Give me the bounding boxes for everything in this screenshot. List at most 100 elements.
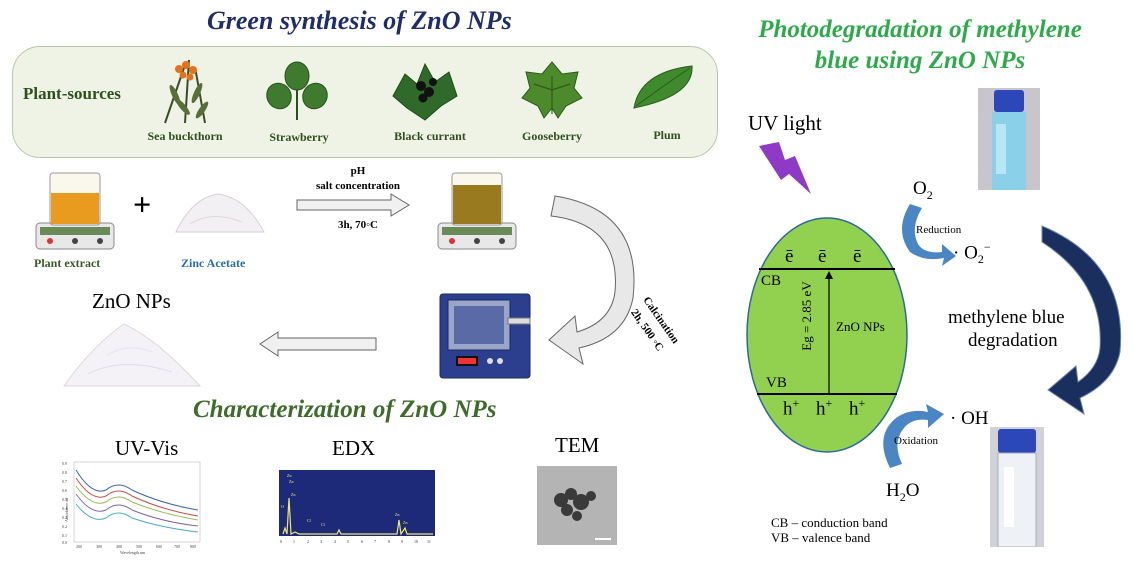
uvvis-ytick: 0.7 (62, 479, 67, 484)
plant-name-strawberry: Strawberry (269, 130, 329, 144)
product-label: ZnO NPs (92, 289, 171, 313)
edx-xtick: 2 (307, 539, 309, 544)
synthesis-title: Green synthesis of ZnO NPs (207, 6, 512, 35)
edx-xtick: 8 (388, 539, 390, 544)
edx-peak-label: Zn (287, 473, 291, 478)
uvvis-ytick: 0.1 (62, 533, 67, 538)
uvvis-xtick: 400 (116, 544, 122, 549)
hole-3: h+ (849, 396, 866, 420)
uvvis-ytick: 0.8 (62, 470, 67, 475)
vb-label: VB (766, 375, 787, 391)
edx-xtick: 5 (347, 539, 349, 544)
reduction-label: Reduction (916, 224, 962, 236)
edx-peak-label: Zn (395, 512, 399, 517)
reaction-arrow (296, 193, 410, 217)
uvvis-xtick: 600 (156, 544, 162, 549)
uvvis-xtick: 800 (190, 544, 196, 549)
plum-leaf-image (633, 65, 693, 109)
oxidation-label: Oxidation (894, 435, 938, 447)
uvvis-ytick: 0.3 (62, 515, 67, 520)
plant-extract-beaker-image (35, 172, 115, 250)
edx-xtick: 0 (280, 539, 282, 544)
condition-salt-label: salt concentration (315, 180, 400, 192)
furnace-image (439, 293, 531, 379)
electron-3: ē (853, 246, 862, 267)
band-gap-label: Eg = 2.85 eV (799, 281, 814, 351)
legend-vb: VB – valence band (771, 530, 871, 545)
hole-2: h+ (816, 396, 833, 420)
plant-name-gooseberry: Gooseberry (522, 129, 582, 143)
edx-peak-label: Zn (289, 479, 293, 484)
reduction-arrow (902, 204, 956, 266)
uvvis-ytick: 0.5 (62, 497, 67, 502)
methylene-blue-label: methylene blue (948, 307, 1065, 328)
water-label: H2O (886, 480, 920, 504)
uvvis-ytick: 0.9 (62, 461, 67, 466)
edx-xtick: 9 (401, 539, 403, 544)
uv-light-label: UV light (748, 111, 822, 135)
superoxide-label: · O2− (953, 240, 991, 267)
oxygen-label: O2 (913, 178, 933, 202)
zno-band-diagram (746, 217, 908, 453)
zinc-acetate-label: Zinc Acetate (181, 256, 246, 270)
uvvis-xtick: 700 (174, 544, 180, 549)
plant-name-sea-buckthorn: Sea buckthorn (147, 129, 223, 143)
legend-cb: CB – conduction band (771, 515, 888, 530)
mixture-beaker-image (437, 172, 517, 250)
plant-sources-label: Plant-sources (23, 84, 121, 103)
edx-peak-label: Cl (321, 522, 326, 527)
strawberry-leaf-image (266, 61, 328, 120)
uvvis-ytick: 0.2 (62, 524, 67, 529)
methylene-blue-vial-after (990, 427, 1044, 547)
uvvis-xtick: 500 (136, 544, 142, 549)
electron-2: ē (818, 246, 827, 267)
cb-label: CB (761, 273, 782, 289)
edx-peak-label: Cl (307, 518, 312, 523)
edx-peak-label: O (281, 504, 284, 509)
zinc-acetate-image (175, 193, 265, 233)
edx-spectrum-plot: Zn Zn O Zn Cl Cl Zn Zn 0 1 2 3 4 5 6 7 8… (279, 470, 435, 544)
oxidation-arrow (883, 404, 944, 468)
uvvis-ytick: 0.6 (62, 488, 67, 493)
hydroxyl-label: · OH (950, 408, 989, 429)
degradation-label: degradation (968, 330, 1058, 351)
edx-xtick: 3 (320, 539, 322, 544)
edx-xtick: 1 (293, 539, 295, 544)
methylene-blue-vial-before (978, 88, 1040, 190)
uv-lightning-icon (759, 142, 811, 194)
method-tem-label: TEM (555, 433, 600, 457)
edx-peak-label: Zn (291, 492, 295, 497)
black-currant-image (392, 62, 458, 121)
uvvis-ytick: 0.0 (62, 540, 67, 545)
gooseberry-leaf-image (521, 61, 583, 119)
photodegradation-title: Photodegradation of methylene blue using… (758, 16, 1082, 74)
edx-xtick: 4 (334, 539, 336, 544)
uvvis-xtick: 300 (96, 544, 102, 549)
uvvis-xtick: 200 (76, 544, 82, 549)
plant-sources-panel (12, 46, 718, 158)
tem-image (537, 466, 617, 545)
hole-1: h+ (783, 396, 800, 420)
zno-powder-image (63, 323, 202, 387)
uvvis-spectrum-plot: 0.9 0.8 0.7 0.6 0.5 0.4 0.3 0.2 0.1 0.0 … (62, 461, 201, 555)
characterization-title: Characterization of ZnO NPs (193, 396, 497, 423)
edx-peak-label: Zn (403, 520, 407, 525)
edx-xtick: 10 (414, 539, 418, 544)
uvvis-xlabel: Wavelength nm (120, 550, 146, 555)
condition-ph-label: pH (350, 165, 366, 177)
edx-xtick: 6 (361, 539, 363, 544)
method-uvvis-label: UV-Vis (115, 436, 179, 460)
uvvis-ylabel: Absorbance au (64, 498, 69, 522)
degradation-arrow (1041, 225, 1122, 416)
calcination-arrow (548, 195, 635, 366)
plant-name-black-currant: Black currant (394, 129, 466, 143)
electron-1: ē (785, 246, 794, 267)
plant-extract-label: Plant extract (34, 256, 101, 270)
sea-buckthorn-image (164, 59, 209, 124)
edx-xtick: 11 (427, 539, 431, 544)
product-arrow (259, 331, 377, 357)
method-edx-label: EDX (332, 436, 376, 460)
edx-xtick: 7 (374, 539, 376, 544)
zno-np-label: ZnO NPs (836, 319, 885, 334)
plant-name-plum: Plum (653, 128, 681, 142)
